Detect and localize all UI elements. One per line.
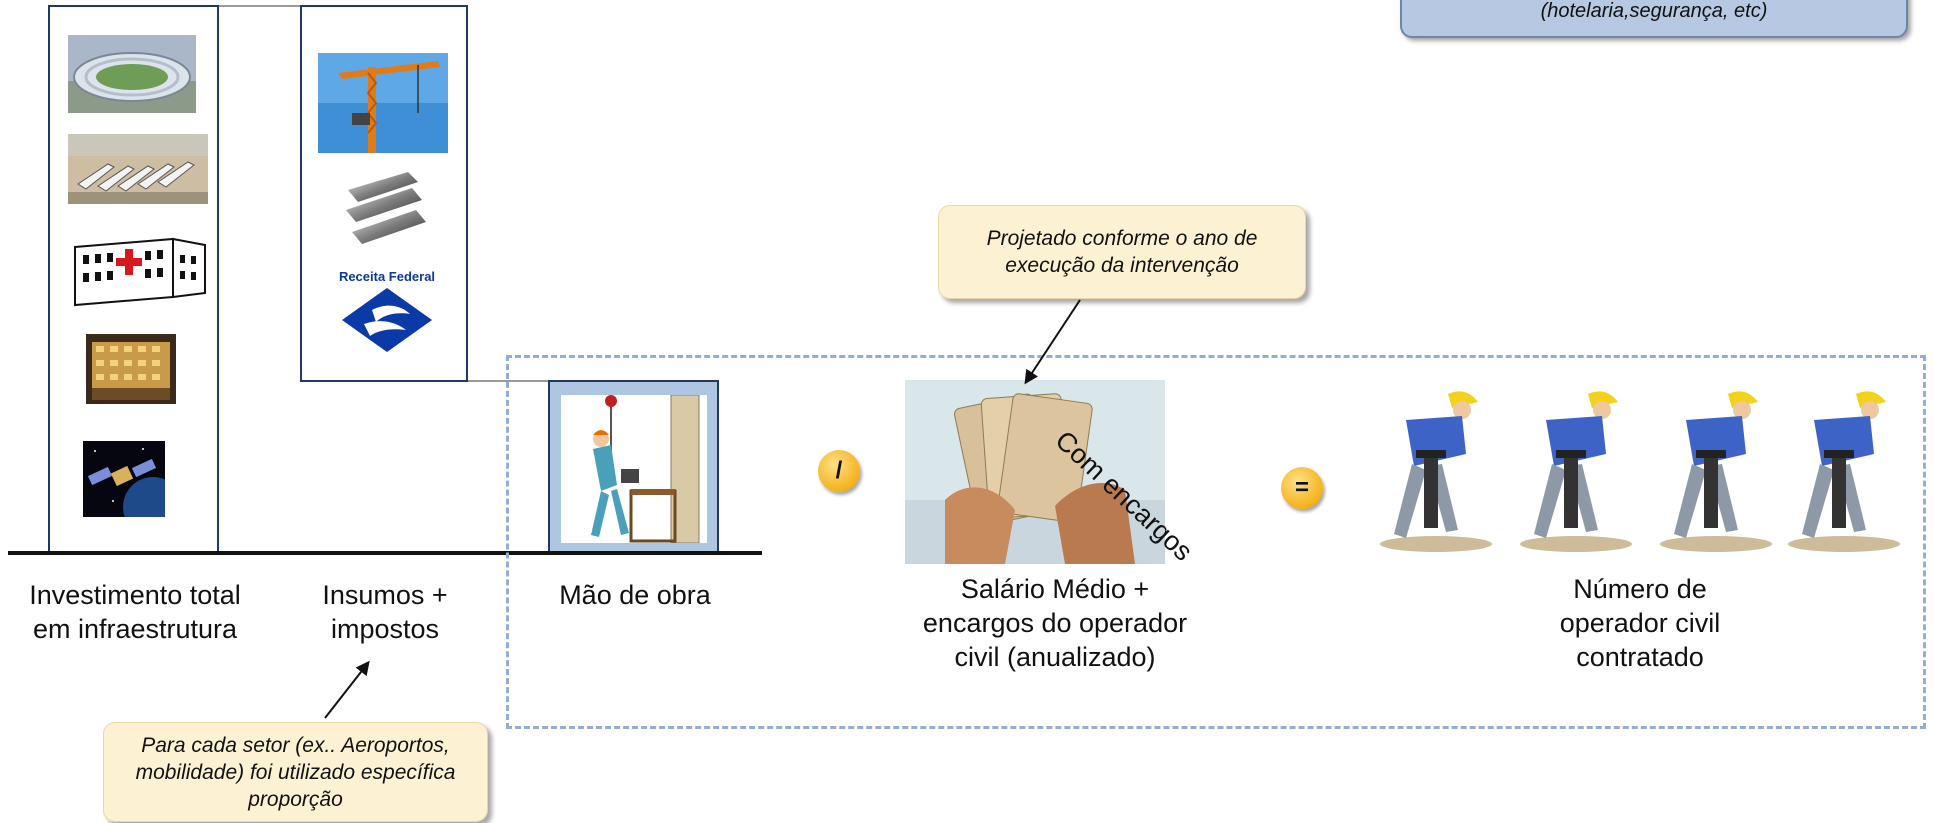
connector-line	[217, 5, 301, 7]
jackhammer-worker-icon	[1788, 391, 1900, 552]
para-cada-setor-callout-text: Para cada setor (ex.. Aeroportos, mobili…	[135, 733, 456, 811]
steel-bars-icon	[338, 170, 430, 252]
baseline-axis	[8, 551, 762, 555]
worker-lifting-icon	[561, 395, 707, 543]
salario-label: Salário Médio + encargos do operador civ…	[922, 574, 1188, 672]
receita-federal-emblem	[342, 288, 432, 352]
equals-operator: =	[1281, 467, 1323, 509]
hospital-icon	[74, 237, 206, 307]
investimento-column	[48, 5, 219, 554]
hotel-icon	[86, 334, 176, 404]
mao-de-obra-column	[548, 380, 719, 554]
receita-federal-text: Receita Federal	[338, 269, 436, 284]
jackhammer-worker-icon	[1520, 391, 1632, 552]
numero-label: Número de operador civil contratado	[1559, 574, 1721, 672]
divide-operator: /	[818, 450, 860, 492]
projetado-callout-text: Projetado conforme o ano de execução da …	[986, 227, 1258, 277]
insumos-column: Receita Federal	[300, 5, 468, 382]
para-cada-setor-arrow	[324, 660, 370, 719]
satellite-icon	[83, 441, 165, 517]
airport-icon	[68, 134, 208, 204]
receita-federal-logo: Receita Federal	[332, 269, 442, 359]
projetado-arrow	[1024, 299, 1081, 385]
jackhammer-worker-icon	[1380, 391, 1492, 552]
jackhammer-worker-icon	[1660, 391, 1772, 552]
investimento-label: Investimento total em infraestrutura	[29, 580, 241, 644]
para-cada-setor-callout: Para cada setor (ex.. Aeroportos, mobili…	[103, 722, 488, 822]
crane-icon	[318, 53, 448, 153]
top-note-text: (hotelaria,segurança, etc)	[1540, 0, 1768, 22]
calculation-group	[506, 355, 1926, 729]
mao-de-obra-label: Mão de obra	[559, 580, 711, 610]
stadium-icon	[68, 35, 196, 113]
insumos-label: Insumos + impostos	[322, 580, 448, 644]
projetado-callout: Projetado conforme o ano de execução da …	[938, 205, 1306, 299]
top-note-box: (hotelaria,segurança, etc)	[1400, 0, 1908, 38]
workers-group	[1366, 384, 1906, 554]
money-hands-icon	[905, 380, 1165, 564]
